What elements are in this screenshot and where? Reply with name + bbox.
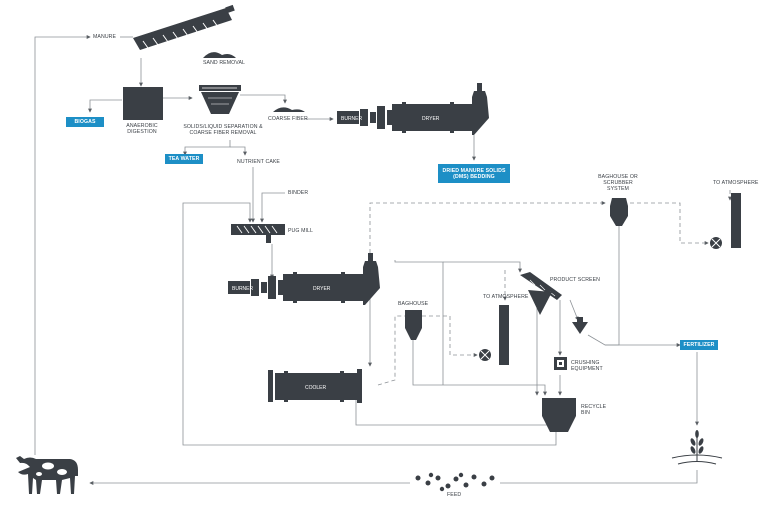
dryer-2-label: DRYER [313, 286, 331, 292]
digester-icon [123, 87, 163, 120]
baghouse-scrubber-label: BAGHOUSE or SCRUBBER SYSTEM [598, 174, 638, 193]
fines-hopper-top [577, 317, 583, 322]
manure-label: MANURE [93, 34, 117, 40]
fertilizer-box: FERTILIZER [680, 340, 718, 350]
fiber-pile-icon [273, 107, 305, 112]
separator-icon [199, 85, 241, 114]
feed-pellets-icon [415, 472, 495, 492]
screw-conveyor-icon [133, 4, 235, 50]
product-screen-label: PRODUCT SCREEN [550, 277, 601, 283]
cooler-icon [268, 369, 362, 403]
dryer-1-icon [337, 83, 489, 135]
fines-hopper-icon [572, 322, 588, 334]
to-atmosphere-1-label: TO ATMOSPHERE [713, 180, 759, 186]
pug-mill-label: PUG MILL [288, 228, 314, 234]
plant-icon [671, 430, 723, 465]
dms-bedding-box: DRIED MANURE SOLIDS (DMS) BEDDING [438, 164, 510, 183]
dryer-1-label: DRYER [422, 116, 440, 122]
air-lines [369, 190, 732, 386]
product-screen-icon [520, 272, 562, 315]
burner-1-label: BURNER [341, 116, 363, 122]
flow-lines [34, 35, 699, 485]
solid-liquid-label: SOLIDS/LIQUID SEPARATION & COARSE FIBER … [183, 124, 263, 137]
cooler-label: COOLER [305, 385, 327, 391]
stack-1-icon [731, 193, 741, 248]
sand-pile-icon [203, 52, 236, 58]
nutrient-cake-label: NUTRIENT CAKE [237, 159, 280, 165]
feed-label: FEED [447, 492, 462, 498]
crushing-equipment-label: CRUSHING EQUIPMENT [571, 360, 603, 373]
anaerobic-digestion-label: ANAEROBIC DIGESTION [126, 123, 158, 136]
to-atmosphere-2-label: TO ATMOSPHERE [483, 294, 529, 300]
recycle-bin-label: RECYCLE BIN [581, 404, 607, 417]
scrubber-icon [610, 198, 628, 226]
pug-mill-icon [231, 224, 285, 243]
tea-water-box: TEA WATER [165, 154, 203, 164]
baghouse-label: BAGHOUSE [398, 301, 429, 307]
cow-icon [16, 456, 78, 494]
burner-2-label: BURNER [232, 286, 254, 292]
coarse-fiber-label: COARSE FIBER [268, 116, 308, 122]
recycle-bin-icon [542, 398, 576, 432]
dryer-2-icon [228, 253, 380, 305]
baghouse-icon [405, 310, 422, 340]
sand-removal-label: SAND REMOVAL [202, 60, 246, 66]
binder-label: BINDER [288, 190, 309, 196]
stack-2-icon [499, 305, 509, 365]
equipment-graphics [16, 4, 741, 494]
biogas-box: BIOGAS [66, 117, 104, 127]
